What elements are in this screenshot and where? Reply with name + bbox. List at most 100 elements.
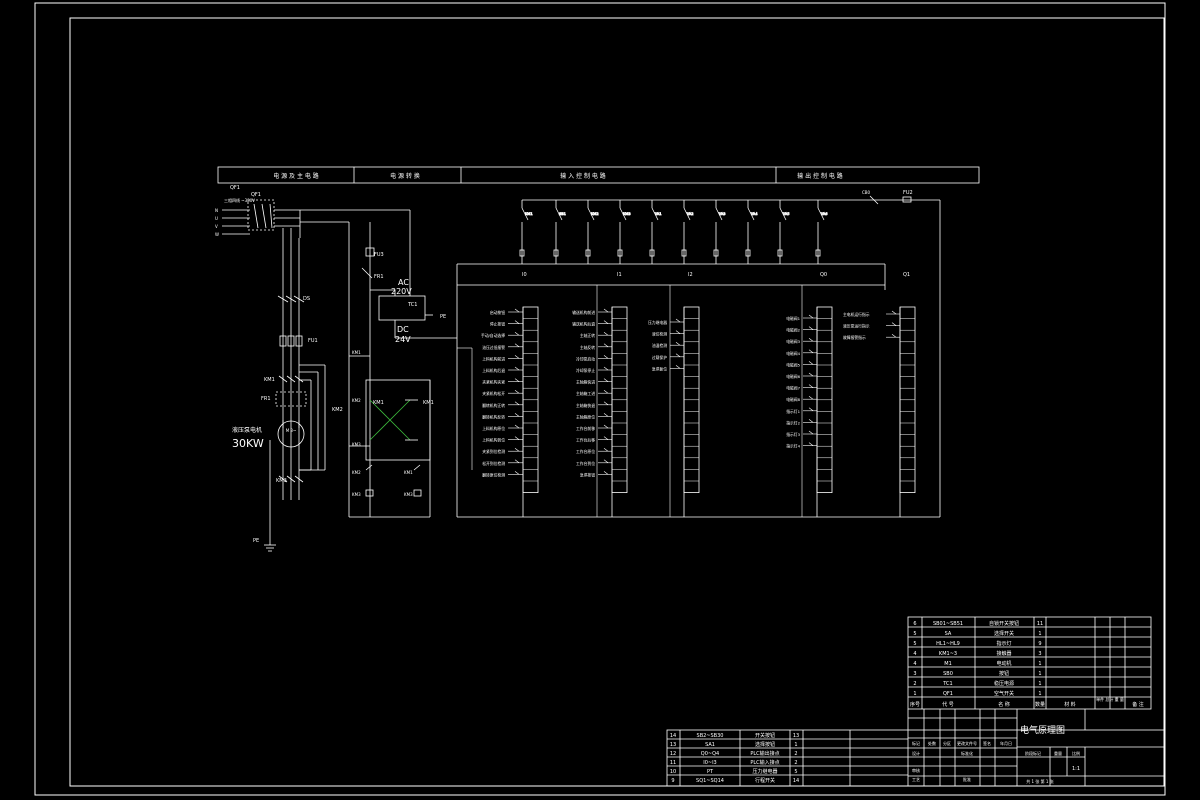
switch-contact xyxy=(683,207,691,221)
phase-u: U xyxy=(215,216,218,221)
bom-lower-cell: PLC输出接点 xyxy=(750,750,779,757)
bom-lower-cell: 开关按钮 xyxy=(755,732,775,739)
io-contact xyxy=(808,326,814,330)
bom-header: 序号 代 号 名 称 数量 材 料 单件 总计 重 量 备 注 xyxy=(910,696,1144,708)
switch-label: YA5 xyxy=(783,212,790,216)
input-label-column-1: 启动按钮停止按钮手动/自动选择油压过低报警上料机构前进上料机构后退夹紧机构夹紧夹… xyxy=(457,308,523,477)
bom-cell: QF1 xyxy=(943,691,953,697)
bom-cell: M1 xyxy=(944,661,952,667)
io-label: 上料机构到位 xyxy=(482,438,505,443)
switch-contact xyxy=(619,207,627,221)
io-contact xyxy=(808,349,814,354)
io-label: 松开到位检测 xyxy=(482,461,505,466)
km3-main-label: KM3 xyxy=(276,478,287,484)
io-contact xyxy=(514,459,520,464)
io-label: 电磁阀5 xyxy=(786,362,800,367)
io-contact xyxy=(603,436,609,440)
pe-conv-label: PE xyxy=(440,314,446,320)
io-contact xyxy=(603,413,609,417)
relay-1: KM1 xyxy=(352,350,361,355)
tb-weight: 重量 xyxy=(1054,750,1062,756)
bom-cell: 电动机 xyxy=(996,660,1011,667)
bom-h-material: 材 料 xyxy=(1064,701,1076,708)
io-contact xyxy=(891,333,897,338)
bom-lower-cell: 14 xyxy=(793,778,799,784)
switch-contact xyxy=(651,207,659,221)
io-label: 急停复位 xyxy=(652,366,667,371)
bom-lower-cell: 5 xyxy=(794,769,797,775)
io-contact xyxy=(514,389,520,394)
io-contact xyxy=(514,436,520,440)
ac-label: AC xyxy=(398,278,409,287)
bom-lower-cell: 13 xyxy=(793,733,799,739)
io-label: 夹紧到位检测 xyxy=(482,449,505,454)
tc1-label: TC1 xyxy=(407,302,417,308)
switch-contact xyxy=(521,207,529,221)
plc-q0-label: Q0 xyxy=(820,272,827,278)
inner-frame xyxy=(69,17,1165,787)
section-header-bar xyxy=(217,166,980,184)
io-contact xyxy=(514,378,520,382)
output-label-column: 电磁阀1电磁阀2电磁阀3电磁阀4电磁阀5电磁阀6电磁阀7电磁阀8指示灯1指示灯2… xyxy=(786,285,817,517)
switch-contact xyxy=(817,207,825,221)
io-label: 电磁阀7 xyxy=(786,386,800,391)
switch-label: YA1 xyxy=(655,212,662,216)
header-power-convert: 电 源 转 换 xyxy=(390,172,420,180)
bom-cell: 按钮 xyxy=(999,670,1009,677)
bom-lower-cell: Q0~Q4 xyxy=(701,751,719,757)
bom-lower-cell: PT xyxy=(707,769,714,775)
switch-coil xyxy=(815,249,821,257)
ac-voltage: 220V xyxy=(391,287,412,296)
io-label: 工作台到位 xyxy=(576,461,595,466)
main-switch-label: CB0 xyxy=(862,190,871,195)
bom-lower-cell: I0~I3 xyxy=(703,760,717,766)
io-contact xyxy=(808,442,814,446)
km2-main-label: KM2 xyxy=(332,407,343,413)
relay-4: KM1 xyxy=(373,400,384,406)
main-power-circuit xyxy=(222,199,411,552)
plc-outline xyxy=(456,263,886,518)
bom-lower-cell: SA1 xyxy=(705,742,715,748)
switch-label: SB1 xyxy=(559,212,566,216)
io-label: 故障报警指示 xyxy=(843,335,866,340)
io-label: 手动/自动选择 xyxy=(481,333,505,338)
bom-h-qty: 数量 xyxy=(1035,701,1045,708)
io-contact xyxy=(514,331,520,336)
io-contact xyxy=(808,361,814,365)
tb-mark: 标记 xyxy=(912,740,920,746)
tb-change-doc: 更改文件号 xyxy=(957,740,977,746)
io-label: 冷却泵停止 xyxy=(576,368,595,373)
io-label: 电磁阀8 xyxy=(786,397,800,402)
switch-contact xyxy=(779,207,787,221)
switch-label: YA2 xyxy=(687,212,694,216)
io-contact xyxy=(808,407,814,412)
bom-lower-cell: 14 xyxy=(670,733,676,739)
io-label: 主轴箱原位 xyxy=(576,414,595,419)
io-contact xyxy=(675,330,681,334)
bom-cell: 4 xyxy=(913,661,916,667)
drawing-title: 电气原理图 xyxy=(1020,724,1065,736)
relay-8: KM3 xyxy=(404,492,413,497)
io-label: 油温检测 xyxy=(652,343,667,348)
io-label: 主电机运行指示 xyxy=(843,312,870,317)
io-label: 工作台后移 xyxy=(576,438,595,443)
switch-coil xyxy=(649,249,655,257)
io-contact xyxy=(808,314,814,319)
plc-i1-label: I1 xyxy=(617,272,622,278)
qf1-label: QF1 xyxy=(230,185,240,191)
header-input-circuit: 输 入 控 制 电 路 xyxy=(560,172,606,180)
switch-label: KM3 xyxy=(623,212,631,216)
bom-lower-cell: 压力继电器 xyxy=(752,768,777,775)
switch-coil xyxy=(777,249,783,257)
io-contact xyxy=(514,413,520,417)
io-contact xyxy=(603,471,609,475)
bom-cell: KM1~3 xyxy=(939,651,957,657)
io-contact xyxy=(891,310,897,315)
io-label: 过载保护 xyxy=(652,355,667,360)
fu3-label: FU3 xyxy=(374,252,384,258)
bom-cell: 选择开关 xyxy=(994,630,1014,637)
io-label: 电磁阀4 xyxy=(786,351,800,356)
